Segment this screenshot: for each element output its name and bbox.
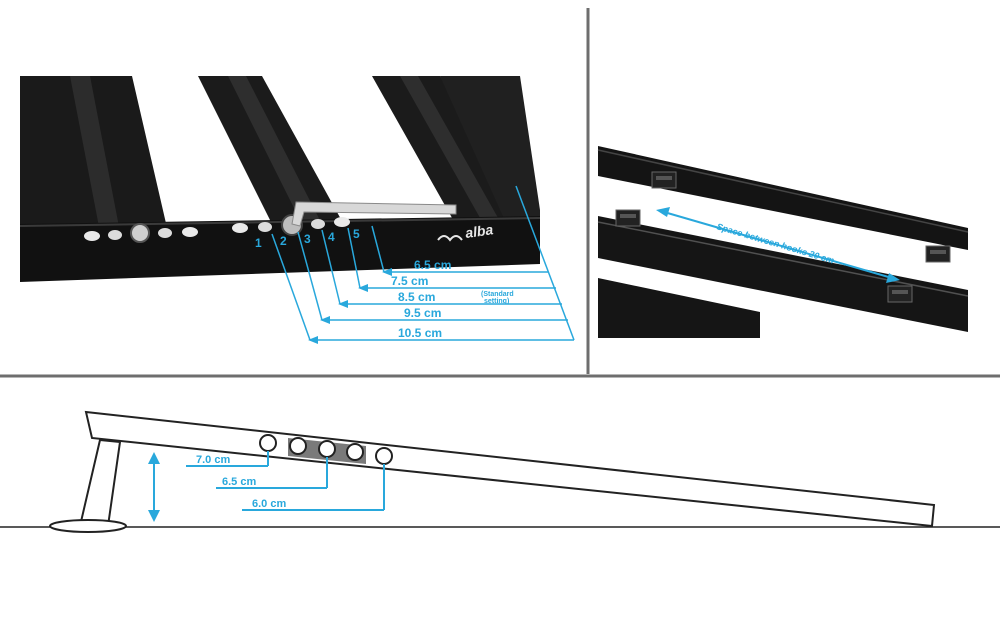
hole-number-label: 3	[304, 232, 311, 246]
logo-emblem-icon	[437, 235, 463, 242]
hook-top-left	[651, 171, 677, 189]
height-setting-label: 9.5 cm	[404, 306, 441, 320]
profile-callouts: 7.0 cm 6.5 cm 6.0 cm	[186, 451, 385, 511]
rail-middle	[598, 216, 968, 332]
profile-setting-label: 6.0 cm	[252, 498, 286, 510]
standard-setting-note-line2: setting)	[484, 298, 509, 305]
logo-text: alba	[464, 221, 494, 241]
callout-leader	[297, 231, 323, 321]
screw-knob	[130, 223, 150, 243]
callout-right-guide	[515, 185, 575, 341]
hook-middle-left	[615, 209, 641, 227]
height-setting-label: 10.5 cm	[398, 326, 442, 340]
callout-leader	[271, 233, 311, 341]
profile-setting-label: 6.5 cm	[222, 476, 256, 488]
support-leg	[78, 438, 122, 527]
profile-hole	[318, 440, 336, 458]
rail-center-edge	[228, 76, 326, 232]
rail-right-edge	[400, 76, 506, 232]
rail-bottom	[598, 278, 760, 338]
hole-number-label: 2	[280, 234, 287, 248]
rail-left-edge	[70, 76, 120, 232]
side-rail	[440, 76, 540, 232]
height-arrow-head-bottom	[148, 510, 160, 522]
height-setting-label: 7.5 cm	[391, 274, 428, 288]
brand-logo: alba	[437, 221, 494, 242]
hook-top-right	[925, 245, 951, 263]
frame-close-up: alba 1 2 3 4 5	[19, 76, 541, 282]
profile-hole	[346, 443, 364, 461]
hook-arrow-head-left	[656, 207, 670, 217]
side-profile-diagram: 7.0 cm 6.5 cm 6.0 cm	[0, 410, 1000, 533]
callout-arrow-head	[358, 284, 368, 292]
board-profile	[84, 410, 936, 528]
height-setting-label: 8.5 cm	[398, 290, 435, 304]
hole-number-labels: 1 2 3 4 5	[255, 227, 360, 250]
callout-arrow-head	[382, 268, 392, 276]
hook-spacing-photo: Space between hooks 20 cm	[597, 146, 969, 338]
profile-hole	[289, 437, 307, 455]
hook-arrow-head-right	[886, 273, 900, 283]
callout-leader	[347, 227, 361, 289]
leg-foot	[49, 519, 127, 533]
profile-setting-label: 7.0 cm	[196, 454, 230, 466]
front-bar	[20, 216, 540, 282]
hook-middle-right	[887, 285, 913, 303]
callout-leader	[321, 229, 341, 305]
callout-arrow-head	[308, 336, 318, 344]
rail-top	[598, 146, 968, 250]
profile-hole	[259, 434, 277, 452]
hole-number-label: 4	[328, 230, 335, 244]
height-callouts: 6.5 cm 7.5 cm 8.5 cm 9.5 cm 10.5 cm	[271, 185, 575, 344]
allen-key	[291, 201, 457, 227]
hole-number-label: 5	[353, 227, 360, 241]
callout-arrow-head	[338, 300, 348, 308]
hook-spacing-arrow	[663, 211, 893, 279]
height-arrow-head-top	[148, 452, 160, 464]
height-setting-label: 6.5 cm	[414, 258, 451, 272]
callout-leader	[371, 225, 385, 273]
hole-number-label: 1	[255, 236, 262, 250]
standard-setting-note-line1: (Standard	[481, 291, 514, 298]
callout-arrow-head	[320, 316, 330, 324]
profile-hole	[375, 447, 393, 465]
